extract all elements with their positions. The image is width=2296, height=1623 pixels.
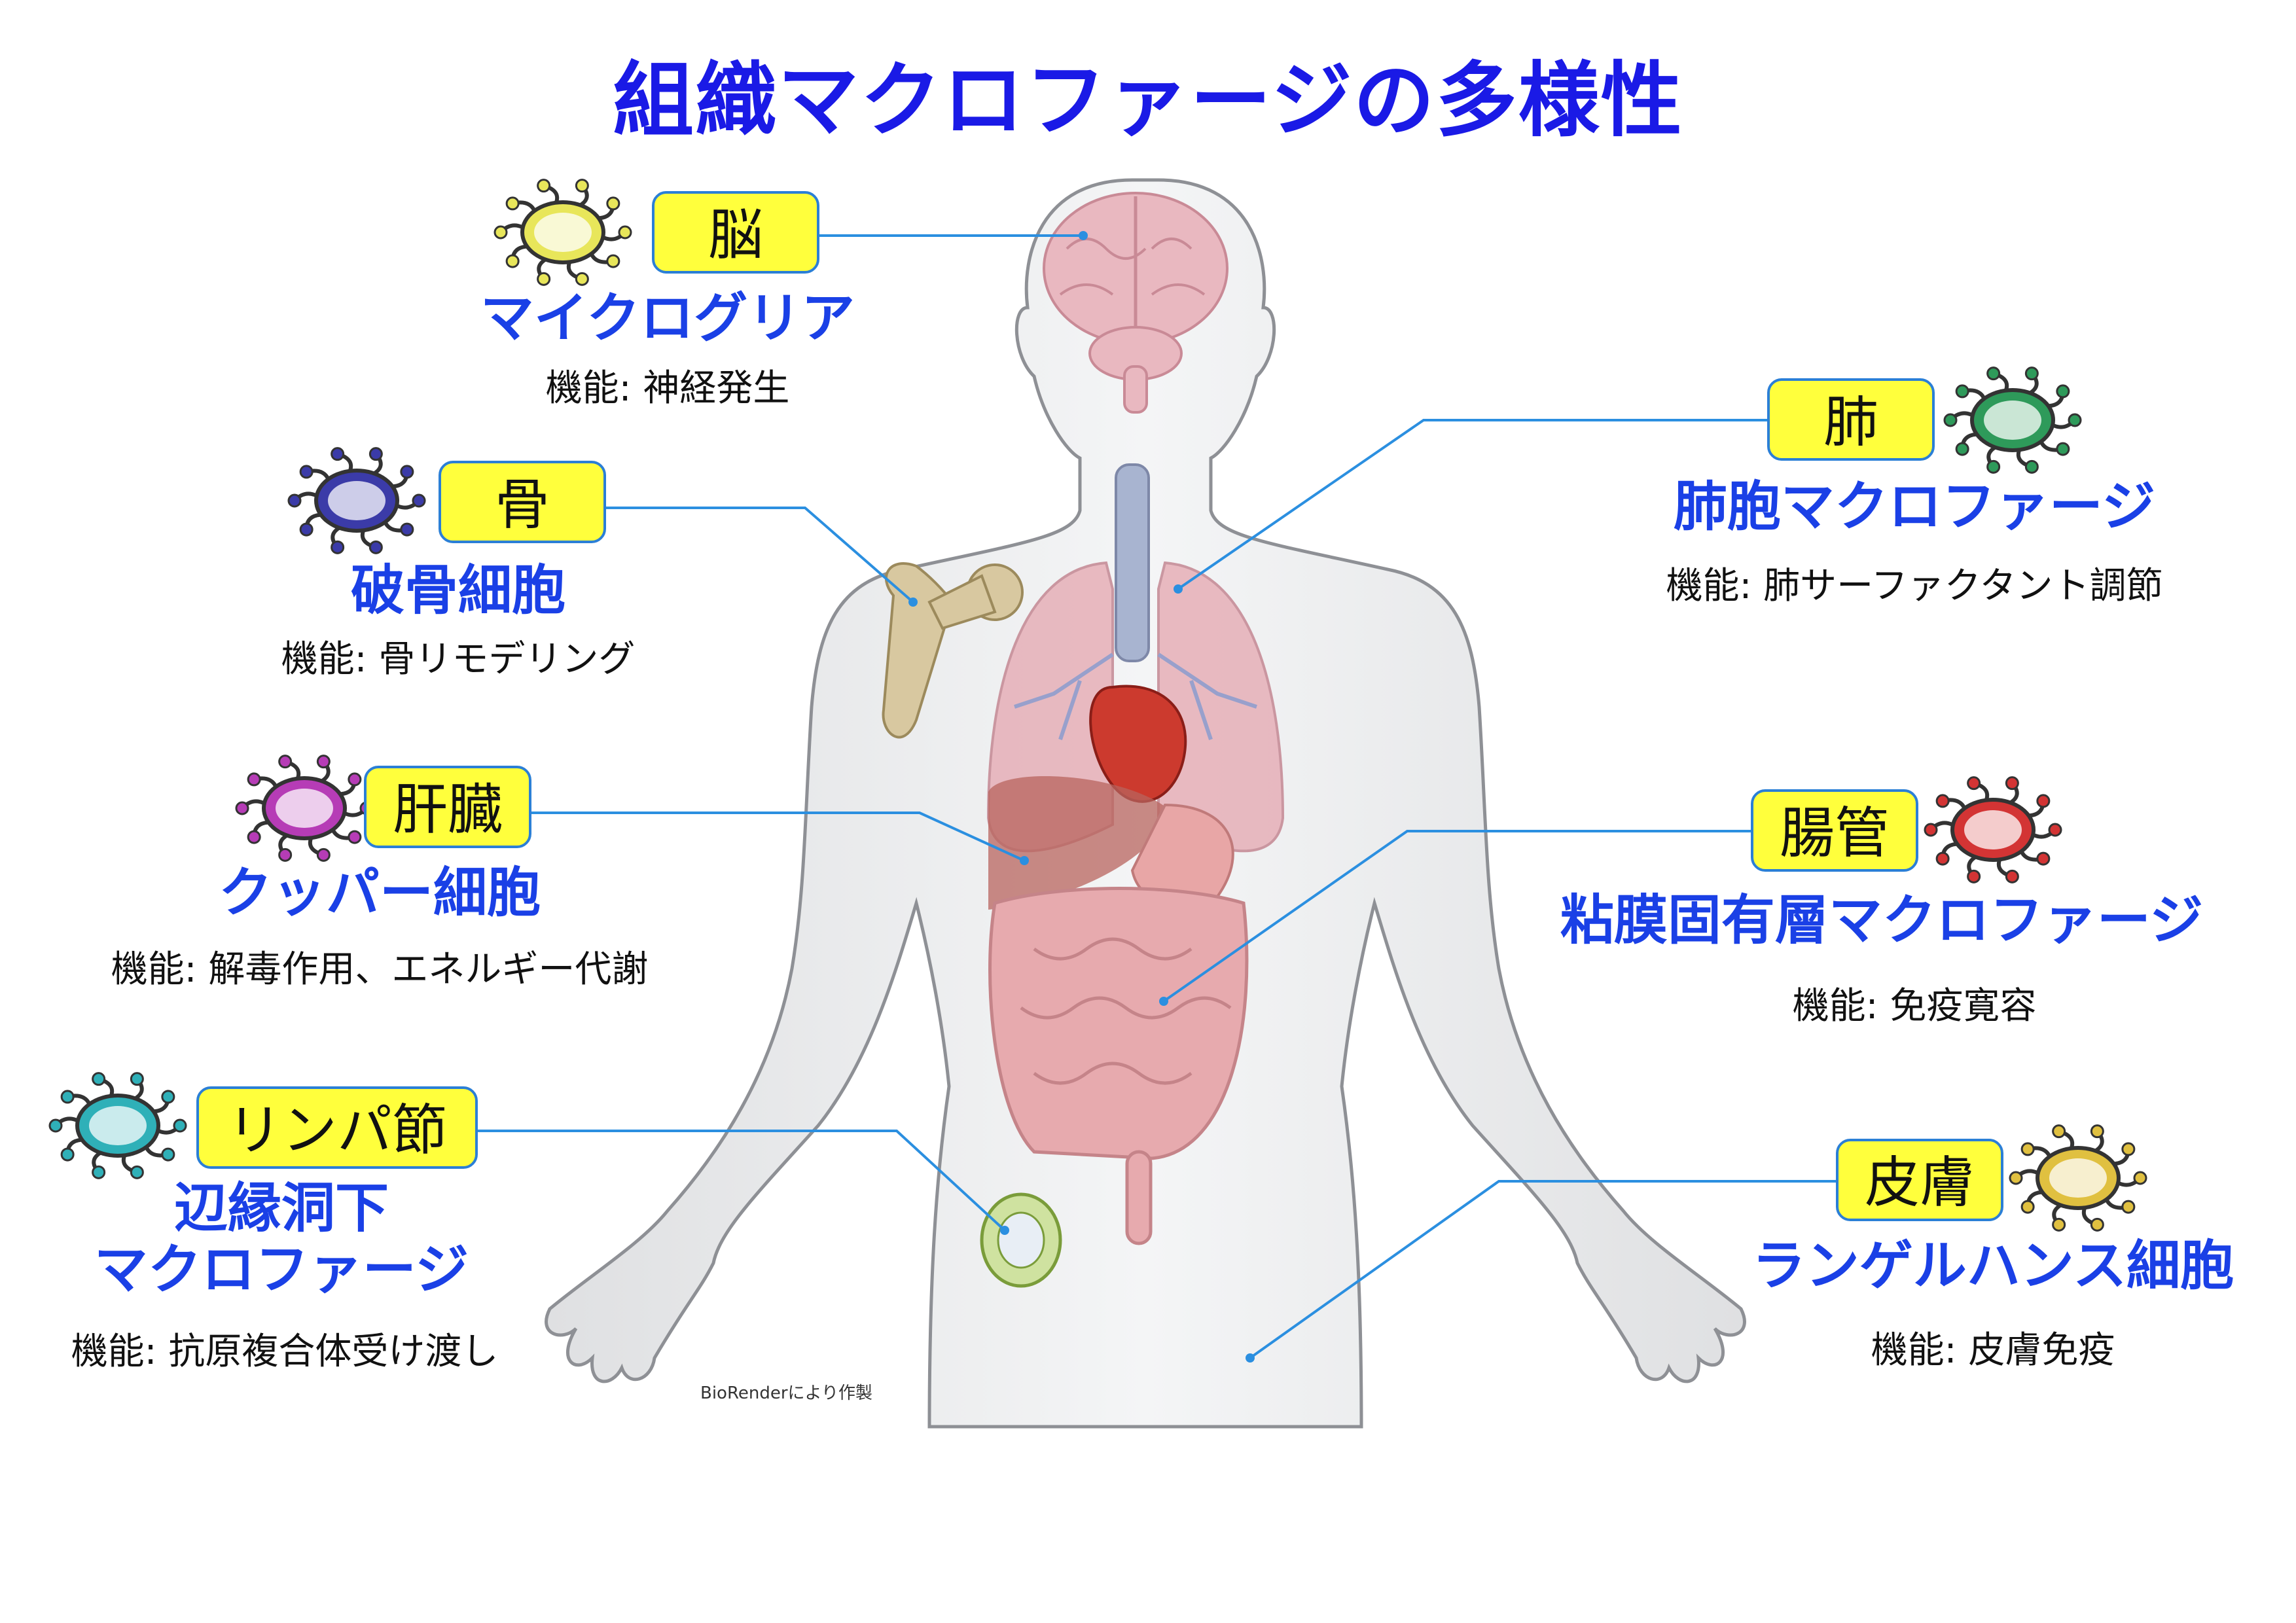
organ-label-liver: 肝臓 <box>364 766 531 848</box>
function-microglia: 機能: 神経発生 <box>545 367 790 410</box>
organ-label-lymph-node: リンパ節 <box>196 1086 478 1169</box>
page-title: 組織マクロファージの多様性 <box>613 54 1683 148</box>
organ-label-brain: 脳 <box>652 191 819 274</box>
function-lamina-propria: 機能: 免疫寛容 <box>1792 985 2037 1027</box>
brain <box>1043 192 1229 414</box>
liver <box>988 776 1172 910</box>
cell-name-langerhans: ランゲルハンス細胞 <box>1751 1235 2234 1297</box>
intestines <box>988 887 1249 1245</box>
cell-name-alveolar: 肺胞マクロファージ <box>1673 476 2156 538</box>
cell-name-kupffer: クッパー細胞 <box>218 862 541 924</box>
function-langerhans: 機能: 皮膚免疫 <box>1871 1329 2115 1372</box>
function-osteoclast: 機能: 骨リモデリング <box>281 638 636 681</box>
heart <box>1089 685 1187 803</box>
organ-label-skin: 皮膚 <box>1836 1139 2003 1221</box>
credit: BioRenderにより作製 <box>700 1383 873 1403</box>
cell-name-osteoclast: 破骨細胞 <box>350 560 565 622</box>
function-subcapsular-sinus: 機能: 抗原複合体受け渡し <box>71 1330 499 1373</box>
organ-label-lung: 肺 <box>1767 378 1935 461</box>
cell-name-subcapsular-sinus: 辺縁洞下 マクロファージ <box>94 1177 469 1302</box>
organ-label-bone: 骨 <box>439 461 606 543</box>
cell-name-microglia: マイクログリア <box>480 287 855 349</box>
function-kupffer: 機能: 解毒作用、エネルギー代謝 <box>111 948 649 991</box>
trachea <box>1115 463 1150 662</box>
bone <box>882 562 1024 739</box>
organ-label-intestine: 腸管 <box>1751 789 1918 872</box>
cell-name-lamina-propria: 粘膜固有層マクロファージ <box>1560 889 2204 952</box>
lymph-node <box>980 1192 1062 1288</box>
function-alveolar: 機能: 肺サーファクタント調節 <box>1666 565 2163 607</box>
